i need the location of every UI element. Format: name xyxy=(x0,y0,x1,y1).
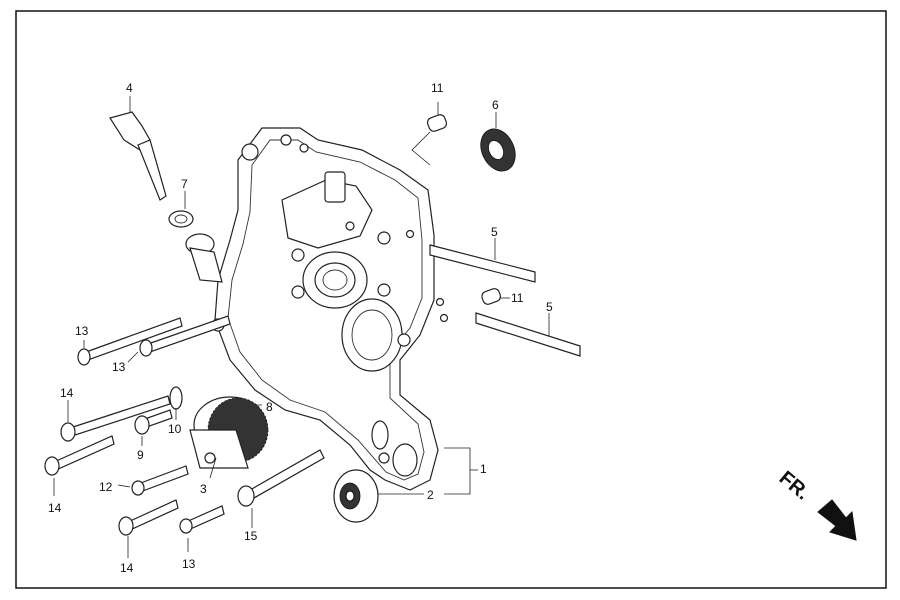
front-arrow-icon xyxy=(817,499,857,541)
bolt-15 xyxy=(237,449,325,507)
bearing xyxy=(333,469,379,523)
callout-12: 12 xyxy=(99,480,113,494)
dowel-pin-side xyxy=(481,288,510,305)
callout-5b: 5 xyxy=(546,300,553,314)
callout-14a: 14 xyxy=(60,386,74,400)
callout-9: 9 xyxy=(137,448,144,462)
hose-fitting xyxy=(185,233,223,283)
washer-10 xyxy=(169,386,183,410)
gear-cover xyxy=(189,396,269,469)
callout-13b: 13 xyxy=(112,360,126,374)
washer-7 xyxy=(168,191,194,228)
callout-3: 3 xyxy=(200,482,207,496)
bolt-12 xyxy=(131,465,189,496)
callout-1: 1 xyxy=(480,462,487,476)
direction-label: FR. xyxy=(775,467,814,505)
stud-bolt-upper xyxy=(429,238,536,283)
callout-14b: 14 xyxy=(48,501,62,515)
bolt-14-lower xyxy=(118,499,179,536)
dowel-pin-upper xyxy=(411,102,448,166)
diagram-border xyxy=(15,10,887,589)
temperature-sensor xyxy=(109,96,167,201)
crankcase-cover xyxy=(211,127,449,491)
callout-5a: 5 xyxy=(491,225,498,239)
callout-10: 10 xyxy=(168,422,182,436)
bolt-13-lower xyxy=(179,505,225,534)
callout-4: 4 xyxy=(126,81,133,95)
callout-14c: 14 xyxy=(120,561,134,575)
callout-11b: 11 xyxy=(511,291,524,305)
leader-lines xyxy=(53,340,478,558)
callout-7: 7 xyxy=(181,177,188,191)
callout-8: 8 xyxy=(266,400,273,414)
front-direction-indicator: FR. xyxy=(775,467,857,541)
callout-13c: 13 xyxy=(182,557,196,571)
callout-11a: 11 xyxy=(431,81,444,95)
oil-seal xyxy=(480,112,516,172)
stud-bolt-lower xyxy=(475,312,581,357)
callout-2: 2 xyxy=(427,488,434,502)
bolt-9 xyxy=(134,409,173,435)
bolt-14-middle xyxy=(44,435,115,476)
callout-15: 15 xyxy=(244,529,258,543)
callout-6: 6 xyxy=(492,98,499,112)
bolt-13-upper-right xyxy=(139,315,231,357)
bolt-14-upper xyxy=(60,395,171,442)
bolt-13-upper-left xyxy=(77,317,183,366)
callout-13a: 13 xyxy=(75,324,89,338)
